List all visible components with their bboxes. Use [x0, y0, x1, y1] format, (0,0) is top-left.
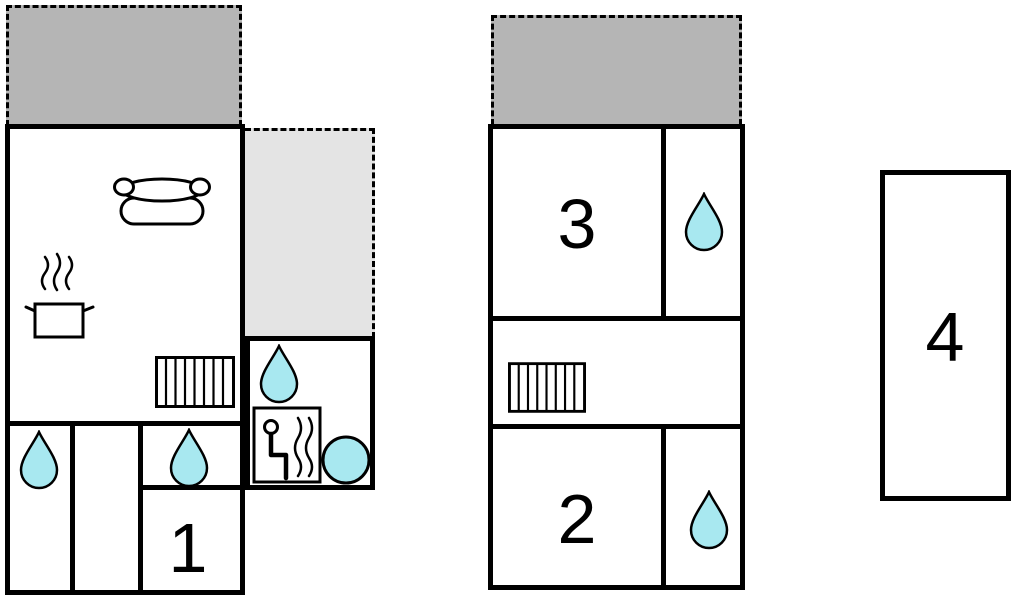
wall-segment [493, 316, 740, 321]
wall-segment [661, 426, 666, 585]
wall-segment [138, 485, 248, 490]
stove-pot-icon [22, 252, 97, 344]
water-drop-icon [17, 430, 61, 490]
water-drop-icon [682, 192, 726, 252]
room-3-label: 3 [557, 185, 597, 263]
sofa-icon [112, 172, 212, 230]
wall-segment [5, 421, 245, 426]
wall-segment [493, 424, 740, 429]
sauna-icon [252, 406, 322, 484]
washbasin-icon [320, 434, 372, 486]
building-right [880, 170, 1011, 501]
water-drop-icon [167, 428, 211, 488]
terrace-side [245, 128, 375, 338]
water-drop-icon [257, 344, 301, 404]
wall-segment [661, 129, 666, 319]
room-2-label: 2 [557, 480, 597, 558]
radiator-icon [155, 356, 235, 408]
terrace-middle [491, 15, 742, 125]
room-4-label: 4 [925, 298, 965, 376]
room-1-label: 1 [168, 509, 208, 587]
water-drop-icon [687, 490, 731, 550]
terrace-left [6, 5, 242, 126]
wall-segment [70, 421, 75, 595]
wall-segment [138, 421, 143, 595]
radiator-icon [508, 360, 586, 415]
